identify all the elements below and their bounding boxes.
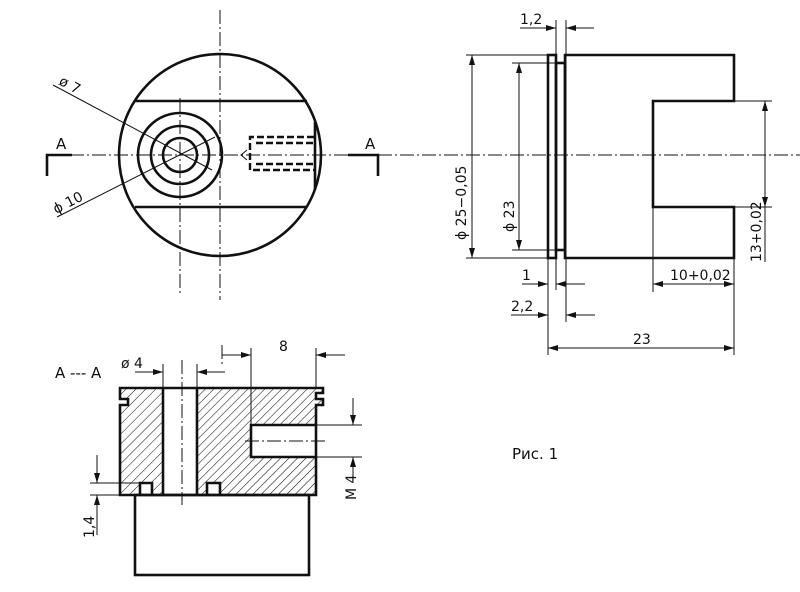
groove-right bbox=[205, 481, 222, 495]
hole-outer-circle bbox=[136, 111, 224, 199]
dim-slot-width-label: 13+0,02 bbox=[749, 201, 765, 262]
dim-d25-label: ϕ 25−0,05 bbox=[454, 166, 470, 240]
section-view: A --- A ø 4 8 M 4 1,4 bbox=[55, 339, 362, 577]
section-marker-right bbox=[348, 153, 380, 176]
dim-1-2-label: 1,2 bbox=[520, 12, 542, 28]
dim-8-label: 8 bbox=[279, 339, 288, 355]
dim-1-label: 1 bbox=[522, 268, 531, 284]
dim-m4-label: M 4 bbox=[344, 474, 360, 500]
hidden-thread-outline bbox=[248, 135, 314, 172]
front-view: ø 7 ϕ 10 A A bbox=[45, 10, 800, 300]
dim-slot-depth-label: 10+0,02 bbox=[670, 268, 731, 284]
dim-d10-label: ϕ 10 bbox=[51, 189, 86, 218]
leader-d10 bbox=[56, 136, 216, 218]
section-marker-left bbox=[45, 153, 72, 176]
hatch-right bbox=[197, 388, 323, 495]
hole-middle-circle bbox=[149, 124, 211, 186]
hatch-left bbox=[120, 388, 163, 495]
section-body-outline bbox=[118, 386, 325, 497]
outer-circle bbox=[117, 52, 323, 258]
dim-23-label: 23 bbox=[633, 332, 651, 348]
section-title: A --- A bbox=[55, 364, 102, 382]
hole-inner-circle bbox=[161, 136, 199, 174]
figure-caption: Рис. 1 bbox=[512, 445, 558, 463]
dim-d4-label: ø 4 bbox=[121, 356, 143, 372]
section-letter-left: A bbox=[56, 135, 67, 153]
section-letter-right: A bbox=[365, 135, 376, 153]
leader-d7 bbox=[52, 84, 213, 171]
side-view: ϕ 25−0,05 ϕ 23 1,2 1 2,2 23 10+0,02 13+0… bbox=[454, 12, 772, 355]
dim-1-4-label: 1,4 bbox=[82, 516, 98, 538]
thread-end-arrow bbox=[240, 149, 248, 161]
dim-2-2-label: 2,2 bbox=[511, 299, 533, 315]
groove-left bbox=[138, 481, 154, 495]
dim-d7-label: ø 7 bbox=[56, 73, 83, 97]
lower-cylinder bbox=[133, 493, 311, 577]
body-with-slot bbox=[563, 53, 736, 260]
flange-neck bbox=[554, 61, 567, 252]
dim-d23-label: ϕ 23 bbox=[502, 201, 518, 233]
